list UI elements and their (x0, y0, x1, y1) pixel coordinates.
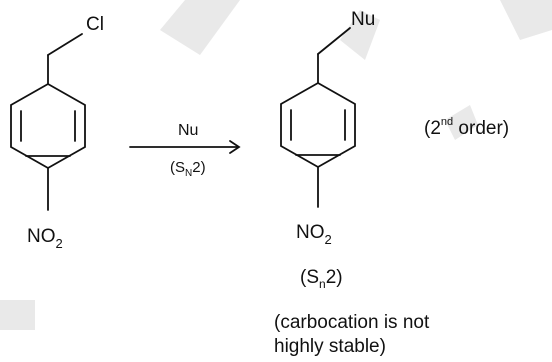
arrow-mechanism-label: (SN2) (170, 159, 206, 179)
reactant-no2-label: NO2 (27, 226, 63, 251)
product-no2-label: NO2 (296, 222, 332, 247)
reactant-c-cl-bond (47, 33, 83, 56)
product-nu-label: Nu (351, 9, 375, 30)
product-mechanism-label: (Sn2) (300, 267, 343, 291)
arrow-reagent-label: Nu (178, 122, 198, 139)
reaction-arrow (129, 140, 241, 154)
order-note: (2nd order) (424, 116, 509, 139)
product-molecule (280, 27, 356, 208)
carbocation-note-line2: highly stable) (274, 336, 386, 357)
reactant-cl-label: Cl (86, 14, 104, 35)
product-c-nu-bond (317, 27, 351, 55)
carbocation-note-line1: (carbocation is not (274, 312, 430, 333)
watermark (0, 0, 552, 330)
reactant-molecule (10, 33, 86, 211)
